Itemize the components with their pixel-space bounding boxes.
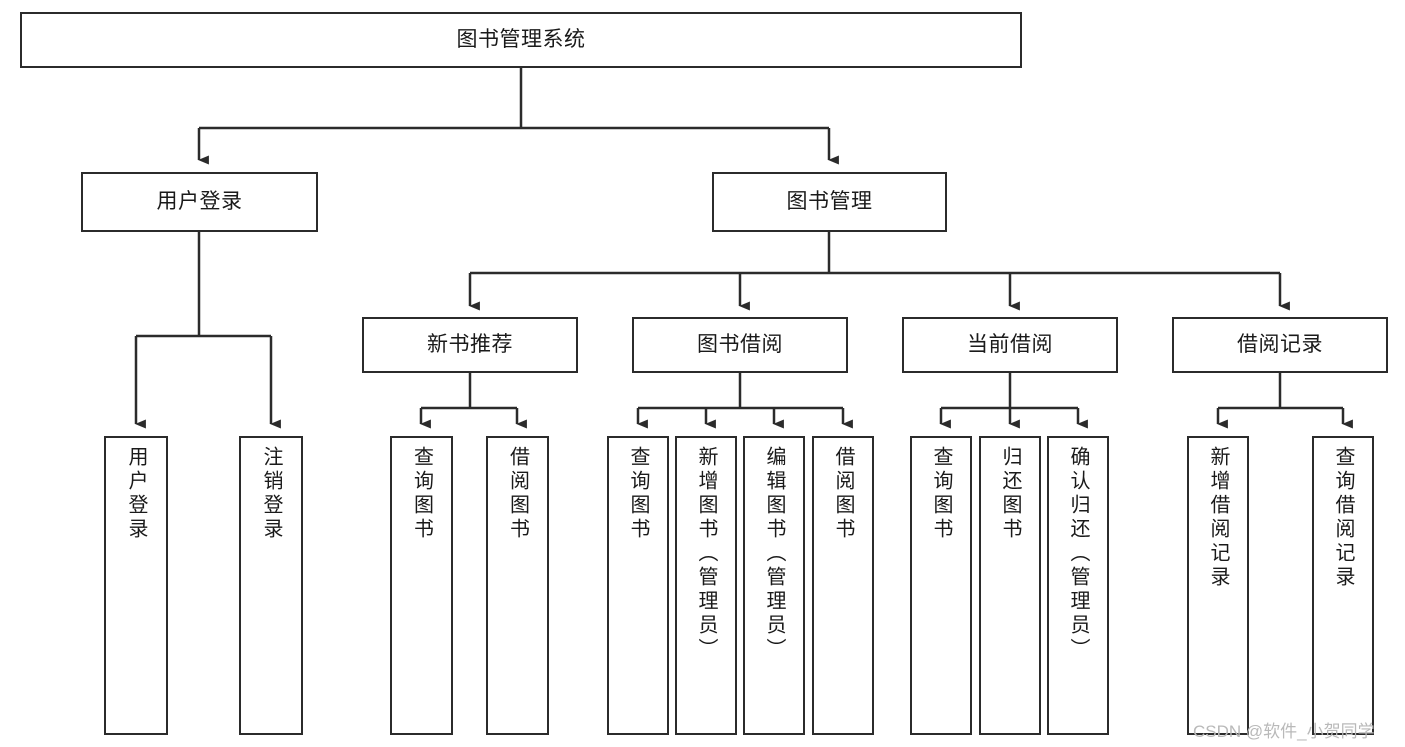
- node-label: 查询图书: [930, 446, 952, 542]
- node-label: 新增借阅记录: [1207, 446, 1229, 590]
- leaf-borrow-book-recommend[interactable]: 借阅图书: [486, 436, 549, 735]
- leaf-query-book-recommend[interactable]: 查询图书: [390, 436, 453, 735]
- node-label: 借阅图书: [832, 446, 854, 542]
- node-label: 查询图书: [627, 446, 649, 542]
- node-user-login[interactable]: 用户登录: [81, 172, 318, 232]
- node-new-book-recommend[interactable]: 新书推荐: [362, 317, 578, 373]
- node-label: 图书管理系统: [456, 27, 586, 51]
- node-label: 确认归还（管理员）: [1067, 446, 1089, 662]
- leaf-logout[interactable]: 注销登录: [239, 436, 303, 735]
- node-label: 新书推荐: [427, 332, 513, 356]
- leaf-add-book-admin[interactable]: 新增图书（管理员）: [675, 436, 737, 735]
- node-label: 图书借阅: [697, 332, 783, 356]
- node-label: 查询借阅记录: [1332, 446, 1354, 590]
- csdn-watermark: CSDN @软件_小贺同学: [1193, 722, 1375, 741]
- node-label: 编辑图书（管理员）: [763, 446, 785, 662]
- node-label: 用户登录: [156, 189, 243, 213]
- leaf-borrow-book[interactable]: 借阅图书: [812, 436, 874, 735]
- node-book-management[interactable]: 图书管理: [712, 172, 947, 232]
- node-root-library-system[interactable]: 图书管理系统: [20, 12, 1022, 68]
- leaf-query-borrow-record[interactable]: 查询借阅记录: [1312, 436, 1374, 735]
- node-borrow-record[interactable]: 借阅记录: [1172, 317, 1388, 373]
- node-label: 用户登录: [125, 446, 147, 542]
- node-label: 查询图书: [410, 446, 433, 542]
- leaf-query-book-current[interactable]: 查询图书: [910, 436, 972, 735]
- node-label: 归还图书: [999, 446, 1021, 542]
- leaf-return-book[interactable]: 归还图书: [979, 436, 1041, 735]
- node-label: 借阅记录: [1237, 332, 1323, 356]
- node-book-borrow[interactable]: 图书借阅: [632, 317, 848, 373]
- leaf-add-borrow-record[interactable]: 新增借阅记录: [1187, 436, 1249, 735]
- leaf-user-login[interactable]: 用户登录: [104, 436, 168, 735]
- leaf-query-book-borrow[interactable]: 查询图书: [607, 436, 669, 735]
- leaf-edit-book-admin[interactable]: 编辑图书（管理员）: [743, 436, 805, 735]
- node-label: 新增图书（管理员）: [695, 446, 717, 662]
- node-label: 当前借阅: [967, 332, 1053, 356]
- node-label: 注销登录: [260, 446, 282, 542]
- node-label: 图书管理: [786, 189, 873, 213]
- node-label: 借阅图书: [506, 446, 529, 542]
- node-current-borrow[interactable]: 当前借阅: [902, 317, 1118, 373]
- leaf-confirm-return-admin[interactable]: 确认归还（管理员）: [1047, 436, 1109, 735]
